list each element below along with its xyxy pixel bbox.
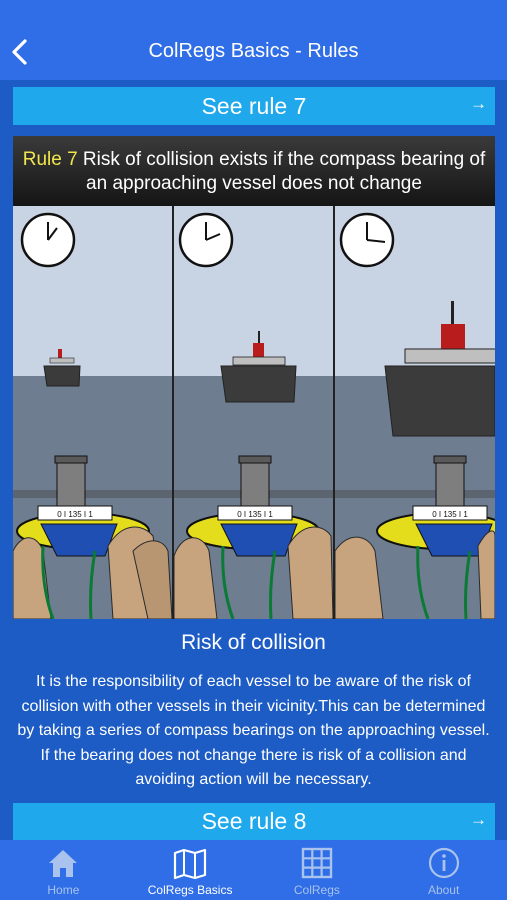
page-title: ColRegs Basics - Rules [148, 40, 359, 62]
chevron-left-icon[interactable] [10, 38, 30, 66]
tab-colregs-label: ColRegs [293, 883, 340, 897]
panel-2 [174, 206, 333, 619]
home-icon [49, 850, 78, 877]
ship-icon [384, 301, 495, 437]
hand-bearing-compass [13, 455, 172, 619]
clock-icon [339, 212, 395, 268]
tab-colregs-basics-label: ColRegs Basics [147, 883, 233, 897]
compass-reading: 0 I 135 I 1 [57, 510, 93, 519]
tab-colregs[interactable]: ColRegs [254, 840, 381, 900]
compass-reading: 0 I 135 I 1 [237, 510, 273, 519]
ship-icon [43, 349, 81, 387]
tab-colregs-basics[interactable]: ColRegs Basics [127, 840, 254, 900]
tab-home[interactable]: Home [0, 840, 127, 900]
caption-rule-number: Rule 7 [22, 149, 78, 170]
arrow-right-icon: → [470, 94, 487, 113]
grid-icon [301, 847, 333, 879]
section-title: Risk of collision [181, 631, 326, 654]
info-icon [428, 847, 459, 879]
navigation-bar: ColRegs Basics - Rules [0, 0, 507, 80]
panel-3 [335, 206, 495, 619]
clock-icon [20, 212, 76, 268]
illustration-caption: Rule 7 Risk of collision exists if the c… [13, 136, 495, 206]
tab-about-label: About [427, 883, 460, 897]
tab-bar: Home ColRegs Basics ColRegs About [0, 840, 507, 900]
clock-icon [178, 212, 234, 268]
see-rule-8-label: See rule 8 [201, 808, 307, 834]
section-description: It is the responsibility of each vessel … [17, 673, 490, 788]
see-rule-7-label: See rule 7 [201, 93, 307, 119]
hand-bearing-compass [174, 455, 333, 619]
see-rule-7-button[interactable]: See rule 7 → [13, 87, 495, 125]
see-rule-8-button[interactable]: See rule 8 → [13, 803, 495, 840]
panel-1 [13, 206, 172, 619]
map-icon [174, 848, 207, 880]
compass-bearing-panels: 0 I 135 I 1 0 I 135 I 1 0 I 135 I 1 [13, 206, 495, 619]
ship-icon [220, 331, 297, 403]
tab-home-label: Home [47, 883, 80, 897]
compass-reading: 0 I 135 I 1 [432, 510, 468, 519]
tab-about[interactable]: About [380, 840, 507, 900]
caption-text: Risk of collision exists if the compass … [77, 149, 486, 194]
rule-illustration: Rule 7 Risk of collision exists if the c… [13, 136, 495, 619]
hand-bearing-compass [335, 455, 495, 619]
arrow-right-icon: → [470, 810, 487, 829]
